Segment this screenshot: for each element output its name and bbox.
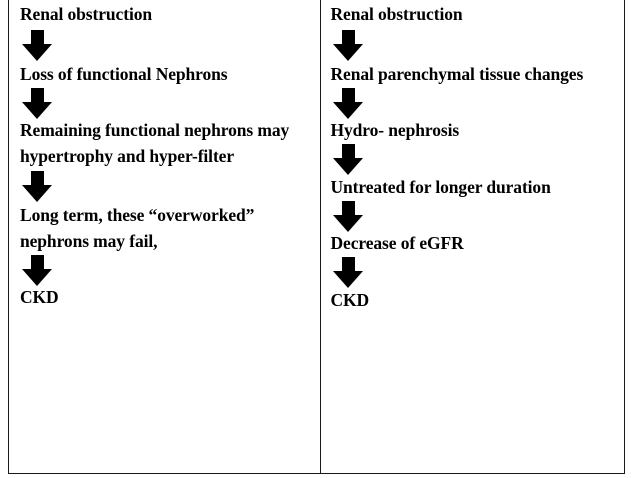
down-arrow-icon [22, 87, 52, 119]
flow-step-left-5: CKD [20, 287, 59, 307]
flow-arrow-left-2 [20, 87, 320, 119]
flow-step-right-5: Decrease of eGFR [330, 233, 464, 253]
flowchart-table: Renal obstruction Loss of functional Nep… [8, 0, 625, 474]
down-arrow-icon [22, 254, 52, 286]
down-arrow-icon [332, 87, 363, 119]
flowchart-column-left: Renal obstruction Loss of functional Nep… [9, 0, 321, 473]
down-arrow-icon [332, 200, 363, 232]
flow-arrow-right-2 [331, 87, 625, 119]
flow-arrow-right-5 [331, 257, 625, 288]
flow-arrow-left-3 [20, 169, 320, 203]
flow-arrow-right-4 [331, 200, 625, 232]
flow-step-left-1: Renal obstruction [20, 4, 152, 24]
flow-step-right-3: Hydro- nephrosis [330, 120, 460, 140]
flow-step-right-4: Untreated for longer duration [330, 176, 551, 197]
flow-step-right-1: Renal obstruction [330, 4, 463, 24]
flow-step-left-4: Long term, these “overworked” nephrons m… [20, 205, 255, 251]
flow-step-right-6: CKD [330, 289, 370, 310]
flow-step-right-2: Renal parenchymal tissue changes [330, 63, 584, 84]
down-arrow-icon [22, 29, 52, 61]
down-arrow-icon [332, 29, 363, 61]
flowchart-column-right: Renal obstruction Renal parenchymal tiss… [321, 0, 625, 473]
down-arrow-icon [22, 171, 52, 202]
flow-arrow-left-1 [20, 28, 320, 62]
flow-arrow-right-1 [331, 28, 625, 62]
down-arrow-icon [332, 144, 363, 175]
flow-arrow-right-3 [331, 144, 625, 175]
flow-step-left-3: Remaining functional nephrons may hypert… [20, 120, 290, 166]
flow-step-left-2: Loss of functional Nephrons [20, 63, 228, 84]
flow-arrow-left-4 [20, 254, 320, 286]
down-arrow-icon [332, 257, 363, 288]
